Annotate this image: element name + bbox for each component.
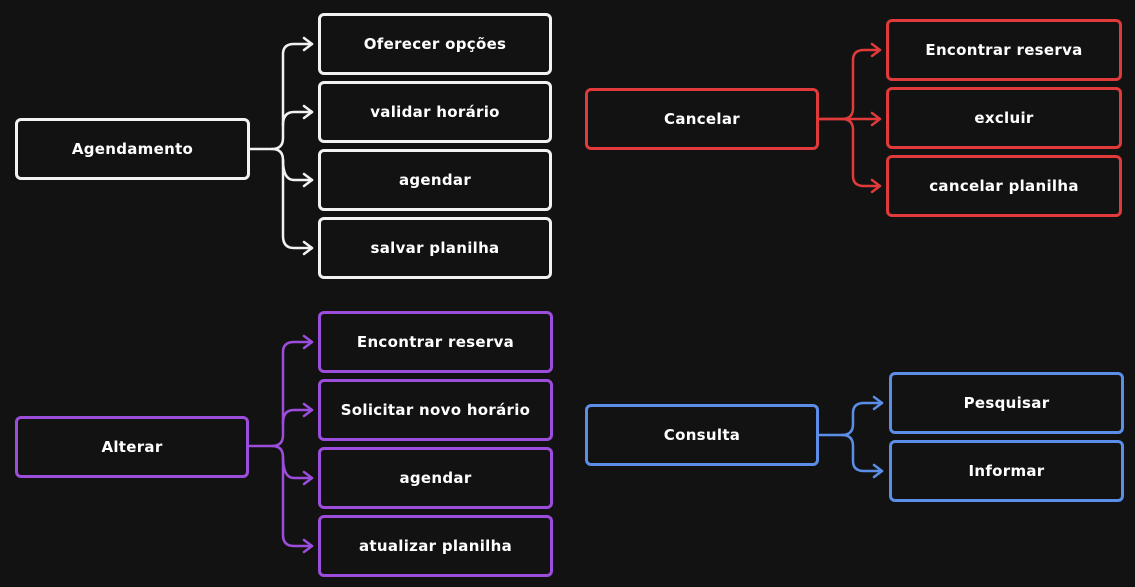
node-agendar[interactable]: agendar — [318, 447, 553, 509]
connector-alterar-4 — [270, 444, 314, 548]
node-solicitar-novo-horario[interactable]: Solicitar novo horário — [318, 379, 553, 441]
arrowhead-cancelar-3 — [870, 178, 882, 194]
connector-cancelar-1 — [817, 48, 882, 121]
arrowhead-consulta-1 — [872, 395, 884, 411]
node-cancelar-planilha[interactable]: cancelar planilha — [886, 155, 1122, 217]
node-oferecer-opcoes[interactable]: Oferecer opções — [318, 13, 552, 75]
node-atualizar-planilha[interactable]: atualizar planilha — [318, 515, 553, 577]
node-informar[interactable]: Informar — [889, 440, 1124, 502]
arrowhead-alterar-3 — [302, 470, 314, 486]
connector-cancelar-3 — [840, 117, 882, 188]
node-agendar[interactable]: agendar — [318, 149, 552, 211]
connector-agendamento-2 — [281, 110, 314, 127]
connector-alterar-1 — [247, 340, 314, 448]
arrowhead-agendamento-1 — [302, 36, 314, 52]
arrowhead-agendamento-4 — [302, 240, 314, 256]
consulta-connectors — [817, 395, 884, 479]
arrowhead-consulta-2 — [872, 463, 884, 479]
arrowhead-alterar-2 — [302, 402, 314, 418]
connector-consulta-2 — [840, 433, 884, 473]
agendamento-connectors — [248, 36, 314, 256]
alterar-connectors — [247, 334, 314, 554]
arrowhead-agendamento-2 — [302, 104, 314, 120]
arrowhead-cancelar-1 — [870, 42, 882, 58]
node-encontrar-reserva[interactable]: Encontrar reserva — [886, 19, 1122, 81]
connector-agendamento-1 — [248, 42, 314, 151]
node-agendamento[interactable]: Agendamento — [15, 118, 250, 180]
arrowhead-cancelar-2 — [870, 111, 882, 127]
node-salvar-planilha[interactable]: salvar planilha — [318, 217, 552, 279]
connector-agendamento-4 — [270, 147, 314, 250]
arrowhead-alterar-4 — [302, 538, 314, 554]
cancelar-connectors — [817, 42, 882, 194]
connector-alterar-2 — [281, 408, 314, 425]
node-encontrar-reserva[interactable]: Encontrar reserva — [318, 311, 553, 373]
node-cancelar[interactable]: Cancelar — [585, 88, 819, 150]
connector-consulta-1 — [817, 401, 884, 437]
node-excluir[interactable]: excluir — [886, 87, 1122, 149]
arrowhead-agendamento-3 — [302, 172, 314, 188]
arrowhead-alterar-1 — [302, 334, 314, 350]
node-validar-horario[interactable]: validar horário — [318, 81, 552, 143]
node-pesquisar[interactable]: Pesquisar — [889, 372, 1124, 434]
node-consulta[interactable]: Consulta — [585, 404, 819, 466]
node-alterar[interactable]: Alterar — [15, 416, 249, 478]
